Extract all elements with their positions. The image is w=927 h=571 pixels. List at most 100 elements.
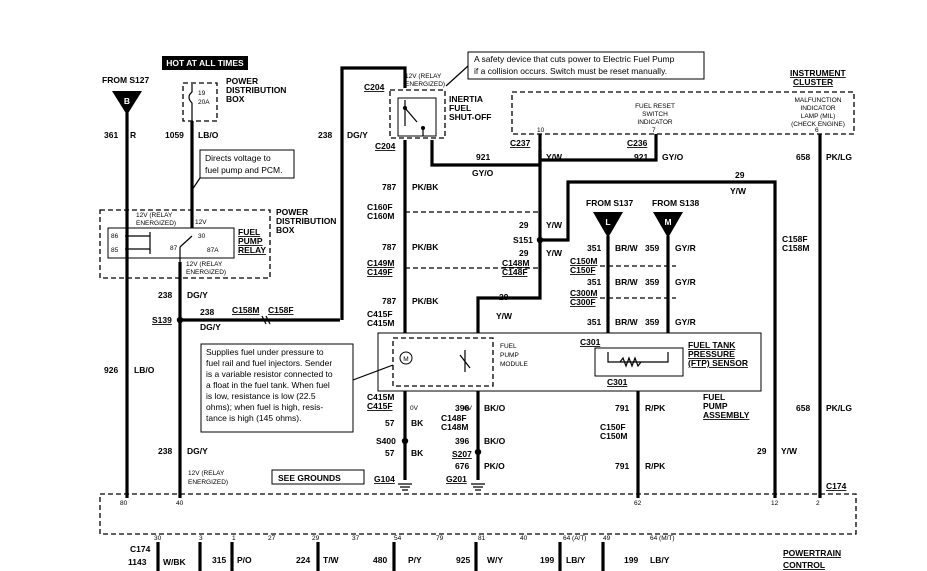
fuel-pump-relay-line1: FUEL xyxy=(238,227,260,237)
inertia-energized-1: 12V (RELAY xyxy=(405,73,442,80)
c160m-label: C160M xyxy=(367,211,394,221)
ftp-line1: FUEL TANK xyxy=(688,340,736,350)
c204-b-label: C204 xyxy=(375,141,396,151)
pcm-pin-10: 40 xyxy=(520,535,528,542)
c301-b-label: C301 xyxy=(607,377,628,387)
instrument-cluster-box xyxy=(511,91,855,135)
c158f-label: C158F xyxy=(268,305,294,315)
see-grounds-label: SEE GROUNDS xyxy=(278,473,341,483)
pcm-pin-12: 49 xyxy=(603,535,611,542)
relay-pin-30: 30 xyxy=(198,233,206,240)
relay-12v-label: 12V xyxy=(195,219,207,226)
s400-label: S400 xyxy=(376,436,396,446)
inertia-note-pointer xyxy=(445,65,469,87)
c148f-label: C148F xyxy=(502,267,528,277)
pcm-pin-7: 54 xyxy=(394,535,402,542)
relay-energized-bottom-1: 12V (RELAY xyxy=(186,261,223,268)
pin-12: 12 xyxy=(771,500,779,507)
source-b-letter: B xyxy=(124,96,130,106)
source-l-letter: L xyxy=(605,217,610,227)
wire-359-b-number: 359 xyxy=(645,277,659,287)
pcm-wire-lby-b: LB/Y xyxy=(650,555,670,565)
wire-351-c-color: BR/W xyxy=(615,317,639,327)
splice-s207 xyxy=(474,448,482,456)
c148m-label: C148M xyxy=(502,258,529,268)
pin-2: 2 xyxy=(816,500,820,507)
ftp-sensor-icon xyxy=(607,352,669,368)
c150m-label: C150M xyxy=(570,256,597,266)
c158m-label: C158M xyxy=(232,305,259,315)
sender-note-line7: tance is high (145 ohms). xyxy=(206,413,301,423)
inertia-contact-b xyxy=(421,126,425,130)
inertia-line2: FUEL xyxy=(449,103,471,113)
zero-v-a: 0V xyxy=(410,405,419,412)
powertrain-control-line2: CONTROL xyxy=(783,560,825,570)
wire-921-b-number: 921 xyxy=(634,152,648,162)
pcm-wire-wbk: W/BK xyxy=(163,557,187,567)
wire-57-a-number: 57 xyxy=(385,418,395,428)
pcm-pin-6: 37 xyxy=(352,535,360,542)
wire-238-top-color: DG/Y xyxy=(347,130,368,140)
c148f-b-label: C148F xyxy=(441,413,467,423)
c158-connector-icon xyxy=(261,315,271,325)
wire-238-s-number: 238 xyxy=(200,307,214,317)
pcm-wire-199-a: 199 xyxy=(540,555,554,565)
c300m-label: C300M xyxy=(570,288,597,298)
relay-energized-top-1: 12V (RELAY xyxy=(136,212,173,219)
c174-a-label: C174 xyxy=(130,544,151,554)
mil-line3: LAMP (MIL) xyxy=(801,113,836,120)
from-s137-label: FROM S137 xyxy=(586,198,634,208)
c174-b-label: C174 xyxy=(826,481,847,491)
wire-791-b-color: R/PK xyxy=(645,461,666,471)
source-l-icon xyxy=(593,212,623,238)
wire-57-b-number: 57 xyxy=(385,448,395,458)
powertrain-control-line1: POWERTRAIN xyxy=(783,548,841,558)
wire-926-number: 926 xyxy=(104,365,118,375)
wire-29-to-module xyxy=(476,240,542,340)
c300f-label: C300F xyxy=(570,297,596,307)
zero-v-b: 0V xyxy=(464,405,473,412)
c204-a-label: C204 xyxy=(364,82,385,92)
wire-29-c-number: 29 xyxy=(499,292,509,302)
mil-line2: INDICATOR xyxy=(800,105,835,112)
s151-label: S151 xyxy=(513,235,533,245)
sender-resistor-icon xyxy=(459,350,471,372)
s139-label: S139 xyxy=(152,315,172,325)
wire-29-top-number: 29 xyxy=(735,170,745,180)
wire-921-a-number: 921 xyxy=(476,152,490,162)
wire-359-c-number: 359 xyxy=(645,317,659,327)
wire-351-c-number: 351 xyxy=(587,317,601,327)
wire-921-a-color: GY/O xyxy=(472,168,494,178)
instrument-cluster-line1: INSTRUMENT xyxy=(790,68,847,78)
c415f-a-label: C415F xyxy=(367,309,393,319)
relay-pin-86: 86 xyxy=(111,233,119,240)
pcm-wire-925: 925 xyxy=(456,555,470,565)
wire-29-a-number: 29 xyxy=(519,220,529,230)
splice-s400 xyxy=(401,437,409,445)
fuel-pump-assembly-box xyxy=(377,332,762,392)
pin-10: 10 xyxy=(537,127,545,134)
wire-676-number: 676 xyxy=(455,461,469,471)
pcm-energized-1: 12V (RELAY xyxy=(188,470,225,477)
sender-note-line2: fuel rail and fuel injectors. Sender xyxy=(206,358,332,368)
inertia-note-line2: if a collision occurs. Switch must be re… xyxy=(474,66,667,76)
fuel-reset-line2: SWITCH xyxy=(642,111,668,118)
wire-658-b-number: 658 xyxy=(796,403,810,413)
wire-351-a-number: 351 xyxy=(587,243,601,253)
inertia-switch-element xyxy=(397,97,437,137)
wire-658-top-number: 658 xyxy=(796,152,810,162)
inertia-line1: INERTIA xyxy=(449,94,483,104)
c150m-b-label: C150M xyxy=(600,431,627,441)
pcm-pin-5: 29 xyxy=(312,535,320,542)
ground-g201-icon xyxy=(471,483,485,491)
pcm-box xyxy=(99,493,857,535)
pdb-mid-line1: POWER xyxy=(276,207,308,217)
pcm-pin-13: 64 (M/T) xyxy=(650,535,675,542)
wire-676-color: PK/O xyxy=(484,461,505,471)
c150f-b-label: C150F xyxy=(600,422,626,432)
fuel-pump-module-line1: FUEL xyxy=(500,343,517,350)
wire-238-m-number: 238 xyxy=(158,290,172,300)
wire-921-cluster xyxy=(540,134,658,162)
inertia-note-callout xyxy=(467,51,705,80)
wire-787-b-color: PK/BK xyxy=(412,242,439,252)
